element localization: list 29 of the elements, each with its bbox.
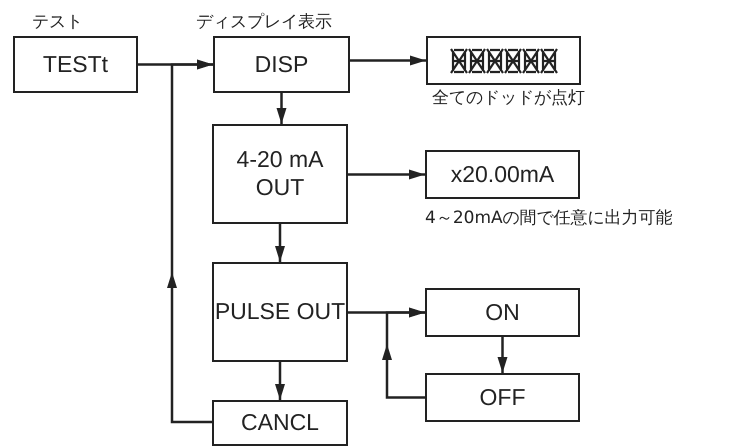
box-label: CANCL bbox=[241, 409, 319, 437]
arrow bbox=[276, 93, 286, 124]
box-label: ON bbox=[485, 298, 520, 326]
box-label: TESTt bbox=[42, 50, 108, 78]
node-caption: ディスプレイ表示 bbox=[196, 11, 332, 33]
node-caption: 4～20mAの間で任意に出力可能 bbox=[425, 207, 673, 229]
arrow bbox=[275, 224, 285, 262]
process-box bbox=[13, 36, 138, 93]
node-caption: 全てのドッドが点灯 bbox=[432, 87, 585, 109]
node-caption: テスト bbox=[32, 11, 83, 33]
process-box bbox=[425, 373, 580, 422]
display-box bbox=[426, 36, 581, 85]
arrow bbox=[348, 170, 425, 180]
box-label: x20.00mA bbox=[450, 160, 554, 188]
box-label: PULSE OUT bbox=[214, 298, 346, 326]
process-box bbox=[212, 124, 348, 224]
process-box bbox=[425, 288, 580, 337]
arrow bbox=[275, 362, 285, 400]
arrow bbox=[382, 308, 425, 399]
arrow bbox=[498, 337, 508, 373]
box-label: OFF bbox=[480, 384, 526, 412]
box-label: DISP bbox=[254, 50, 308, 78]
process-box bbox=[212, 400, 348, 446]
process-box bbox=[425, 150, 580, 199]
arrow bbox=[167, 60, 213, 424]
process-box bbox=[212, 262, 348, 362]
process-box bbox=[213, 36, 350, 93]
arrow bbox=[350, 56, 426, 66]
box-label: 4-20 mA OUT bbox=[236, 146, 324, 202]
